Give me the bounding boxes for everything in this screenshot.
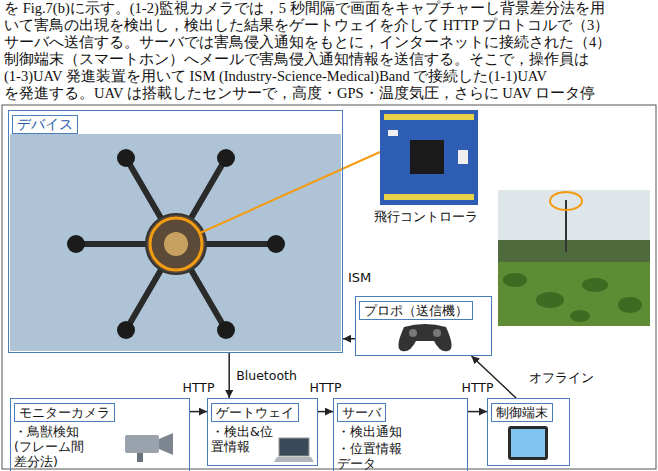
camera-icon <box>119 429 177 463</box>
laptop-icon <box>274 437 314 463</box>
motor <box>217 149 235 167</box>
connector-label: HTTP <box>309 380 343 395</box>
box-title: ゲートウェイ <box>211 403 299 422</box>
tree-line <box>498 240 650 262</box>
connector-arrow <box>343 338 355 340</box>
box-title: 制御端末 <box>491 403 553 422</box>
device-panel: デバイス <box>8 110 343 353</box>
part-label: 飛行コントローラ <box>374 209 478 225</box>
component-box: サーバ・検出通知・位置情報データ <box>333 398 468 471</box>
gamepad-icon <box>394 321 456 353</box>
pin-header <box>384 114 474 120</box>
box-title: サーバ <box>337 403 386 422</box>
crop-field <box>498 262 650 326</box>
connector-label: HTTP <box>182 380 216 395</box>
camera-body <box>125 435 159 453</box>
component-box: ゲートウェイ・検出&位置情報 <box>207 398 318 466</box>
leaves <box>503 273 642 322</box>
component-box: モニターカメラ・鳥獣検知 (フレーム間差分法) <box>10 398 190 471</box>
laptop-base <box>274 457 314 462</box>
body-text: (1-3)UAV 発進装置を用いて ISM (Industry-Science-… <box>4 68 547 85</box>
tablet-screen <box>511 429 545 457</box>
figure-frame <box>2 105 656 469</box>
camera-lens <box>159 433 173 455</box>
body-text: 制御端末（スマートホン）へメールで害鳥侵入通知情報を送信する。そこで，操作員は <box>4 51 589 68</box>
connector-arrow <box>228 353 230 398</box>
box-text: ・検出&位置情報 <box>211 424 285 454</box>
motor <box>117 149 135 167</box>
body-text: サーバへ送信する。サーバでは害鳥侵入通知をもとに，インターネットに接続された（4… <box>4 34 611 51</box>
field-photo <box>498 190 650 326</box>
box-title: プロポ（送信機） <box>359 301 473 320</box>
leaf <box>503 273 527 287</box>
leaf <box>570 310 590 322</box>
gamepad-body <box>398 324 451 351</box>
body-text: いて害鳥の出現を検出し，検出した結果をゲートウェイを介して HTTP プロトコル… <box>4 17 609 34</box>
mcu-chip <box>410 140 444 174</box>
leaf <box>618 297 642 313</box>
box-text: ・位置情報データ <box>337 441 409 471</box>
leaf <box>582 278 608 292</box>
body-text: を発進する。UAV は搭載したセンサーで，高度・GPS・温度気圧，さらに UAV… <box>4 85 595 102</box>
tablet-icon <box>508 426 548 460</box>
highlight-circle <box>150 218 202 270</box>
part-label: ISM <box>348 270 371 286</box>
gamepad-stick <box>433 329 441 337</box>
connector-arrow <box>468 411 487 413</box>
tablet-frame <box>508 426 548 460</box>
drone-arms <box>76 158 276 330</box>
connector-label: Bluetooth <box>235 368 298 383</box>
connector-arrow <box>190 411 207 413</box>
motor <box>267 235 285 253</box>
component <box>388 130 398 136</box>
motor <box>67 235 85 253</box>
connector-label: オフライン <box>528 370 595 385</box>
box-text: ・検出通知 <box>337 424 409 439</box>
leaf <box>536 292 564 308</box>
pin-header <box>384 194 474 200</box>
drone-body <box>146 214 206 274</box>
controller-board <box>380 110 478 205</box>
motor <box>217 321 235 339</box>
drone-controller <box>164 232 188 256</box>
component-box: 制御端末 <box>487 398 570 466</box>
camera-pole <box>565 200 567 252</box>
component <box>458 150 468 164</box>
component-box: プロポ（送信機） <box>355 296 492 356</box>
connector-label: HTTP <box>461 380 495 395</box>
drone-photo <box>10 134 341 351</box>
connector-arrow <box>318 411 333 413</box>
motor <box>117 321 135 339</box>
laptop-screen <box>279 438 309 456</box>
box-title: モニターカメラ <box>14 403 115 422</box>
body-text: を Fig.7(b)に示す。(1-2)監視カメラでは，5 秒間隔で画面をキャプチ… <box>4 0 605 17</box>
camera-mount <box>137 453 143 462</box>
leader-line <box>200 152 380 233</box>
gamepad-stick <box>409 329 417 337</box>
highlight-ellipse <box>550 192 582 210</box>
box-title: デバイス <box>12 115 78 134</box>
drone-motors <box>67 149 285 339</box>
box-text: ・鳥獣検知 (フレーム間差分法) <box>14 424 86 469</box>
